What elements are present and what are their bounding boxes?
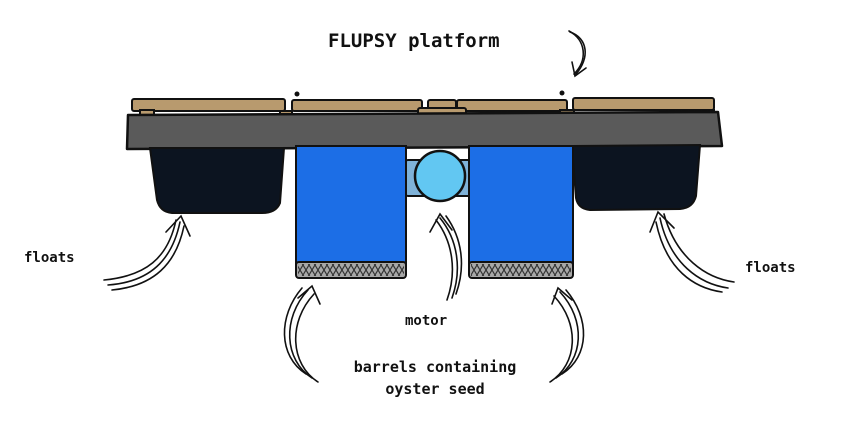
motor-body [413,149,467,203]
diagram-title: FLUPSY platform [328,30,500,52]
plank-2 [291,99,423,112]
bolt-dot [294,91,300,97]
arrow-motor-icon [429,212,463,301]
arrow-barrel-right-icon [549,286,585,383]
label-barrels: barrels containing oyster seed [300,356,570,400]
arrow-title-icon [568,30,587,78]
label-barrels-line2: oyster seed [385,380,485,398]
plank-4 [456,99,568,112]
label-floats-left: floats [24,250,75,266]
plank-5 [572,97,715,111]
deck-platform [125,110,724,151]
plank-1 [131,98,286,112]
float-left [148,147,286,214]
pointer-arrows [103,30,735,383]
arrow-float-right-icon [649,210,735,293]
bolt-dot [559,90,565,96]
float-right [570,143,702,212]
label-motor: motor [405,313,448,329]
barrel-right [468,145,574,267]
arrow-float-left-icon [103,214,191,291]
label-floats-right: floats [745,260,796,276]
label-barrels-line1: barrels containing [353,358,517,376]
barrel-left [295,145,407,267]
arrow-barrel-left-icon [283,284,321,383]
